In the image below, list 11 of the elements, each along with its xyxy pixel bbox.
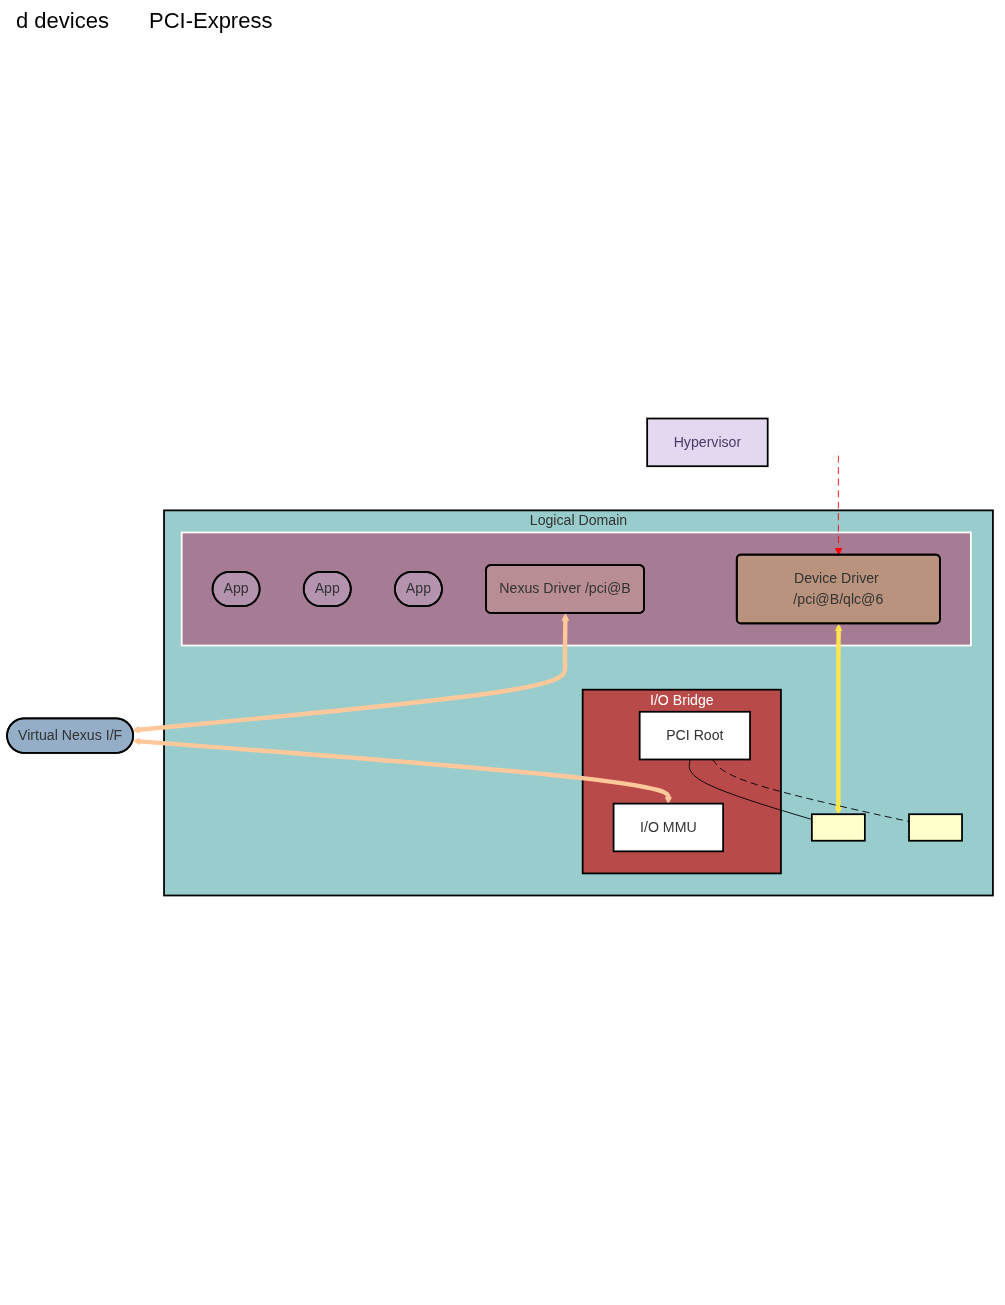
node-box: PCI Root [638, 710, 751, 761]
cluster [180, 531, 972, 647]
node-box [810, 813, 866, 842]
note-text: PCI-Express [148, 8, 273, 34]
node-box: Hypervisor [646, 417, 769, 468]
arrow [834, 623, 843, 815]
note-text: d devices [16, 8, 109, 34]
node-box [908, 813, 963, 842]
node-box: I/O MMU [612, 802, 724, 853]
arrow [132, 613, 570, 734]
arrow [132, 737, 673, 804]
